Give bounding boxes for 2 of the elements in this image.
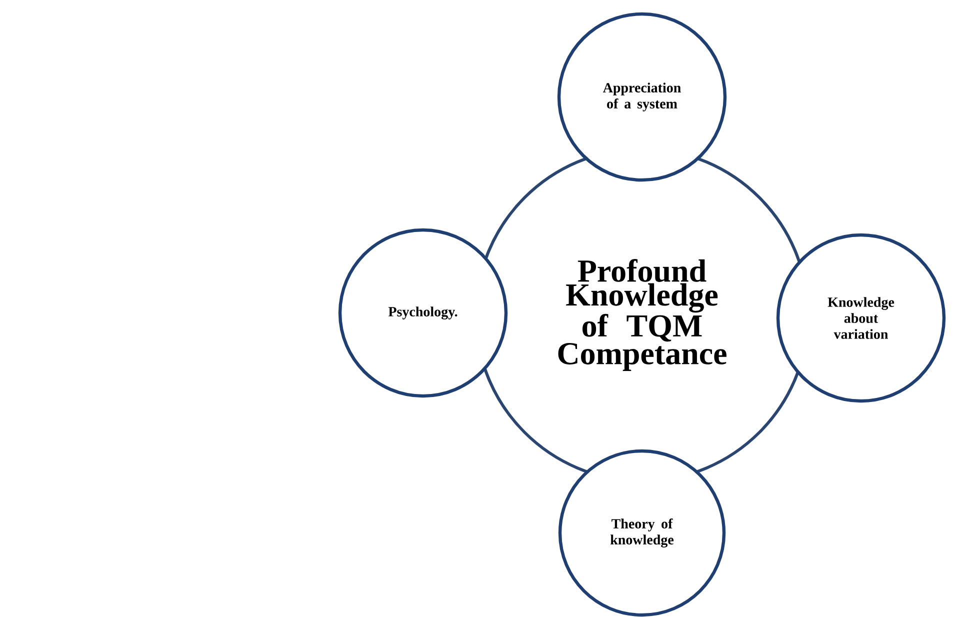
node-label: Theory of knowledge	[610, 518, 674, 548]
node-label: Knowledge about variation	[828, 297, 894, 339]
